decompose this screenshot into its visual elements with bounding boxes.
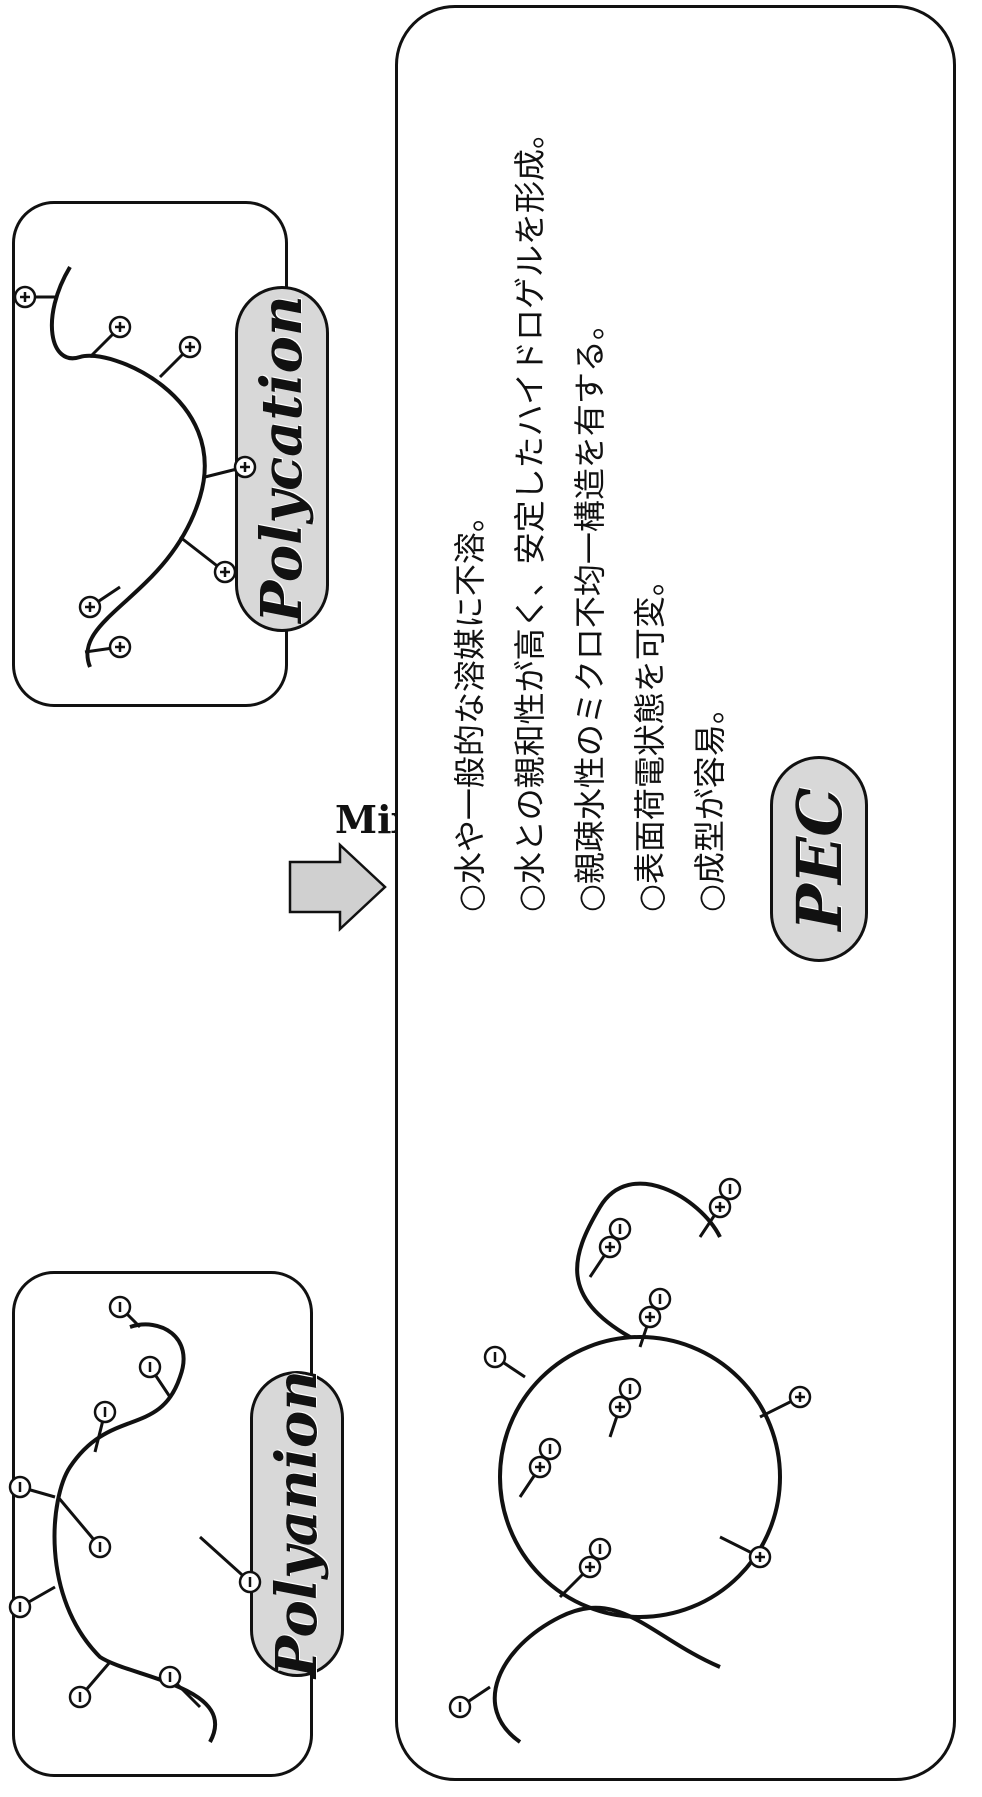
positive-charge-icon	[110, 637, 130, 657]
negative-charge-icon	[590, 1539, 610, 1559]
negative-charge-icon	[70, 1687, 90, 1707]
positive-charge-icon	[580, 1557, 600, 1577]
negative-charge-icon	[140, 1357, 160, 1377]
negative-charge-icon	[10, 1597, 30, 1617]
negative-charge-icon	[160, 1667, 180, 1687]
negative-charge-icon	[90, 1537, 110, 1557]
positive-charge-icon	[640, 1307, 660, 1327]
negative-charge-icon	[720, 1179, 740, 1199]
positive-charge-icon	[600, 1237, 620, 1257]
positive-charge-icon	[710, 1197, 730, 1217]
positive-charge-icon	[790, 1387, 810, 1407]
positive-charge-icon	[110, 317, 130, 337]
negative-charge-icon	[10, 1477, 30, 1497]
negative-charge-icon	[240, 1572, 260, 1592]
negative-charge-icon	[540, 1439, 560, 1459]
polyanion-backbone	[55, 1324, 216, 1742]
positive-charge-icon	[235, 457, 255, 477]
negative-charge-icon	[450, 1697, 470, 1717]
negative-charge-icon	[110, 1297, 130, 1317]
negative-charge-icon	[620, 1379, 640, 1399]
pec-backbone-left	[495, 1608, 720, 1742]
positive-charge-icon	[180, 337, 200, 357]
negative-charge-icon	[610, 1219, 630, 1239]
positive-charge-icon	[750, 1547, 770, 1567]
negative-charge-icon	[95, 1402, 115, 1422]
negative-charge-icon	[485, 1347, 505, 1367]
positive-charge-icon	[530, 1457, 550, 1477]
positive-charge-icon	[80, 597, 100, 617]
negative-charge-icon	[650, 1289, 670, 1309]
positive-charge-icon	[15, 287, 35, 307]
positive-charge-icon	[215, 562, 235, 582]
positive-charge-icon	[610, 1397, 630, 1417]
